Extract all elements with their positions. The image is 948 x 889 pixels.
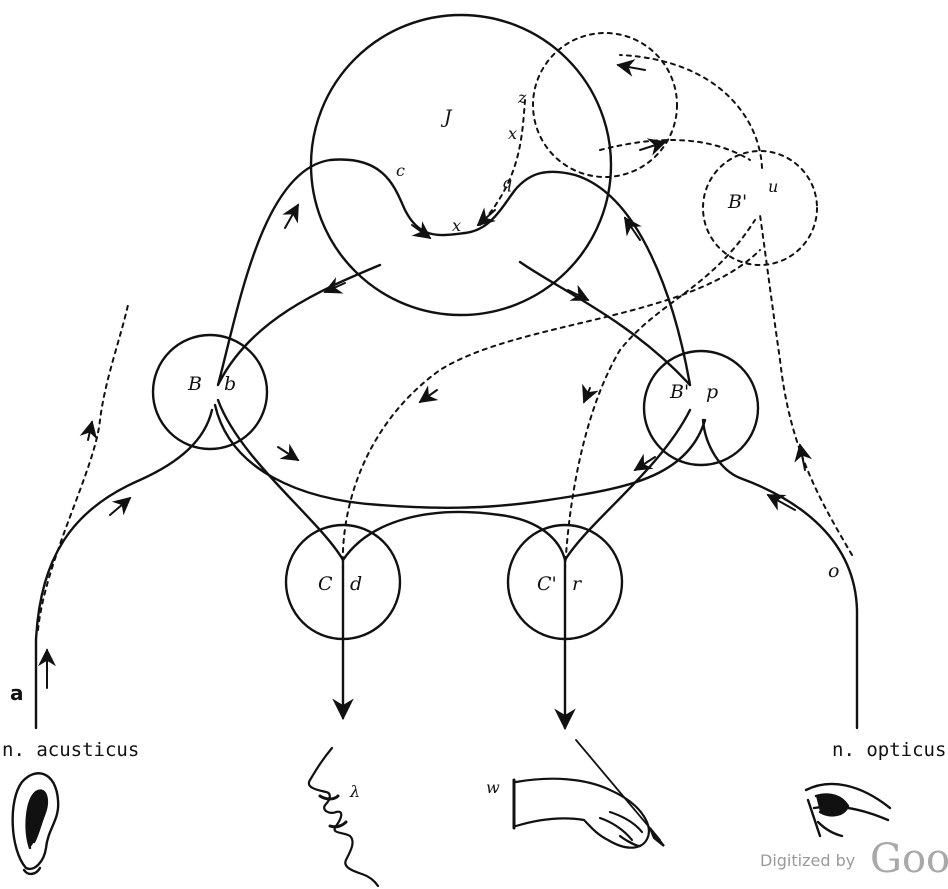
- caption-acusticus: n. acusticus: [2, 739, 139, 761]
- label-x-bottom: x: [452, 216, 461, 235]
- face-profile-icon: [307, 746, 380, 888]
- dashed-path-J-top: [619, 54, 763, 169]
- ear-icon: [11, 772, 60, 876]
- arrow-mark: [794, 443, 813, 471]
- arrow-mark: [633, 453, 656, 471]
- dashed-path-C-prime: [564, 219, 756, 571]
- center-B-prime-circle: [642, 349, 760, 467]
- center-J-circle: [309, 13, 613, 317]
- label-u: u: [768, 177, 778, 196]
- label-B-upper: B': [727, 191, 747, 213]
- acusticus-path: [34, 408, 214, 730]
- arrow-mark: [639, 138, 667, 156]
- arrow-mark: [476, 207, 497, 227]
- arrow-mark: [418, 385, 439, 404]
- label-p: p: [706, 381, 718, 403]
- arrow-mark: [277, 443, 300, 461]
- arrow-mark: [616, 59, 646, 77]
- center-Z-dashed-circle: [532, 32, 678, 178]
- arrow-mark: [582, 383, 599, 404]
- arrow-mark: [79, 420, 98, 441]
- label-c: c: [396, 161, 405, 180]
- central-ring-path: [216, 158, 692, 387]
- watermark-prefix: Digitized by: [760, 851, 855, 870]
- arrow-mark: [109, 496, 132, 516]
- arrow-mark: [411, 221, 432, 240]
- dashed-path-opticus: [759, 214, 853, 556]
- label-B-prime: B': [669, 381, 689, 403]
- watermark-brand: Goo: [870, 836, 948, 882]
- center-B-upper-dashed-circle: [702, 150, 818, 266]
- label-r: r: [572, 573, 583, 595]
- label-d: d: [350, 573, 362, 595]
- label-B: B: [187, 373, 202, 395]
- label-x-upper: x: [508, 124, 517, 143]
- eye-icon: [804, 782, 892, 838]
- label-C-prime: C': [537, 573, 557, 595]
- lower-loop-path: [213, 398, 707, 562]
- dashed-path-acusticus: [37, 304, 129, 631]
- arrow-mark: [567, 284, 590, 301]
- label-b: b: [224, 373, 236, 395]
- label-lambda: λ: [349, 782, 360, 801]
- label-q: q: [502, 173, 512, 192]
- label-w: w: [486, 778, 500, 797]
- label-o: o: [828, 560, 839, 582]
- label-z: z: [517, 88, 527, 107]
- opticus-path: [701, 418, 859, 730]
- label-C: C: [318, 573, 333, 595]
- dashed-path-C: [341, 249, 761, 571]
- arrow-mark: [323, 277, 346, 294]
- center-B-circle: [151, 333, 269, 451]
- dashed-path-z-u: [599, 139, 751, 161]
- label-a: a: [10, 681, 24, 705]
- arrow-mark: [623, 216, 642, 241]
- arrow-mark: [282, 203, 299, 229]
- label-J: J: [440, 106, 453, 128]
- caption-opticus: n. opticus: [832, 739, 946, 761]
- arrow-mark: [766, 494, 796, 511]
- writing-hand-icon: [512, 739, 665, 849]
